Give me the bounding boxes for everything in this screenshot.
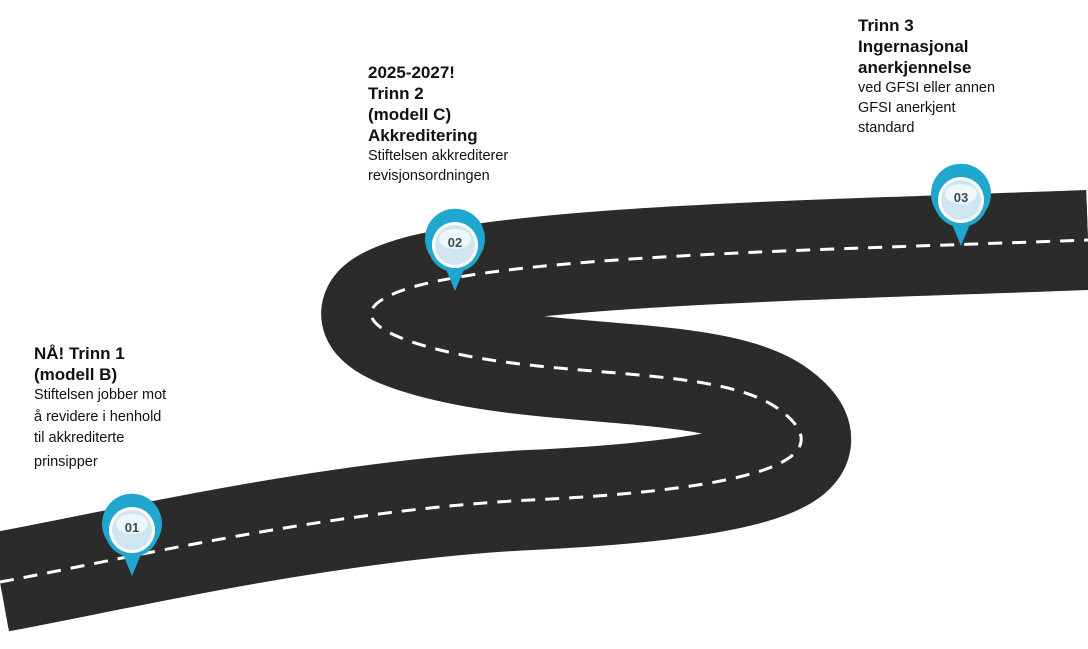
- step-2-title-line: Akkreditering: [368, 125, 508, 146]
- step-3-text: Trinn 3 Ingernasjonal anerkjennelse ved …: [858, 15, 995, 138]
- step-3-marker: 03: [929, 170, 993, 248]
- step-3-desc-line: ved GFSI eller annen: [858, 78, 995, 98]
- step-1-desc-line: til akkrediterte: [34, 428, 166, 450]
- step-1-text: NÅ! Trinn 1 (modell B) Stiftelsen jobber…: [34, 343, 166, 473]
- step-1-title-line: NÅ! Trinn 1: [34, 343, 166, 364]
- map-pin-icon: [423, 215, 487, 293]
- step-2-number: 02: [423, 235, 487, 250]
- step-1-number: 01: [100, 520, 164, 535]
- step-1-marker: 01: [100, 500, 164, 578]
- step-2-title-line: 2025-2027!: [368, 62, 508, 83]
- step-3-title-line: anerkjennelse: [858, 57, 995, 78]
- step-2-marker: 02: [423, 215, 487, 293]
- step-2-title-line: (modell C): [368, 104, 508, 125]
- step-3-title-line: Trinn 3: [858, 15, 995, 36]
- step-3-number: 03: [929, 190, 993, 205]
- step-3-desc-line: GFSI anerkjent: [858, 98, 995, 118]
- step-1-title-line: (modell B): [34, 364, 166, 385]
- step-2-text: 2025-2027! Trinn 2 (modell C) Akkrediter…: [368, 62, 508, 186]
- step-1-desc-line: å revidere i henhold: [34, 407, 166, 429]
- step-2-desc-line: Stiftelsen akkrediterer: [368, 146, 508, 166]
- map-pin-icon: [100, 500, 164, 578]
- step-2-desc-line: revisjonsordningen: [368, 166, 508, 186]
- step-3-title-line: Ingernasjonal: [858, 36, 995, 57]
- step-3-desc-line: standard: [858, 118, 995, 138]
- step-1-desc-line: Stiftelsen jobber mot: [34, 385, 166, 407]
- step-2-title-line: Trinn 2: [368, 83, 508, 104]
- step-1-desc-line: prinsipper: [34, 452, 166, 474]
- map-pin-icon: [929, 170, 993, 248]
